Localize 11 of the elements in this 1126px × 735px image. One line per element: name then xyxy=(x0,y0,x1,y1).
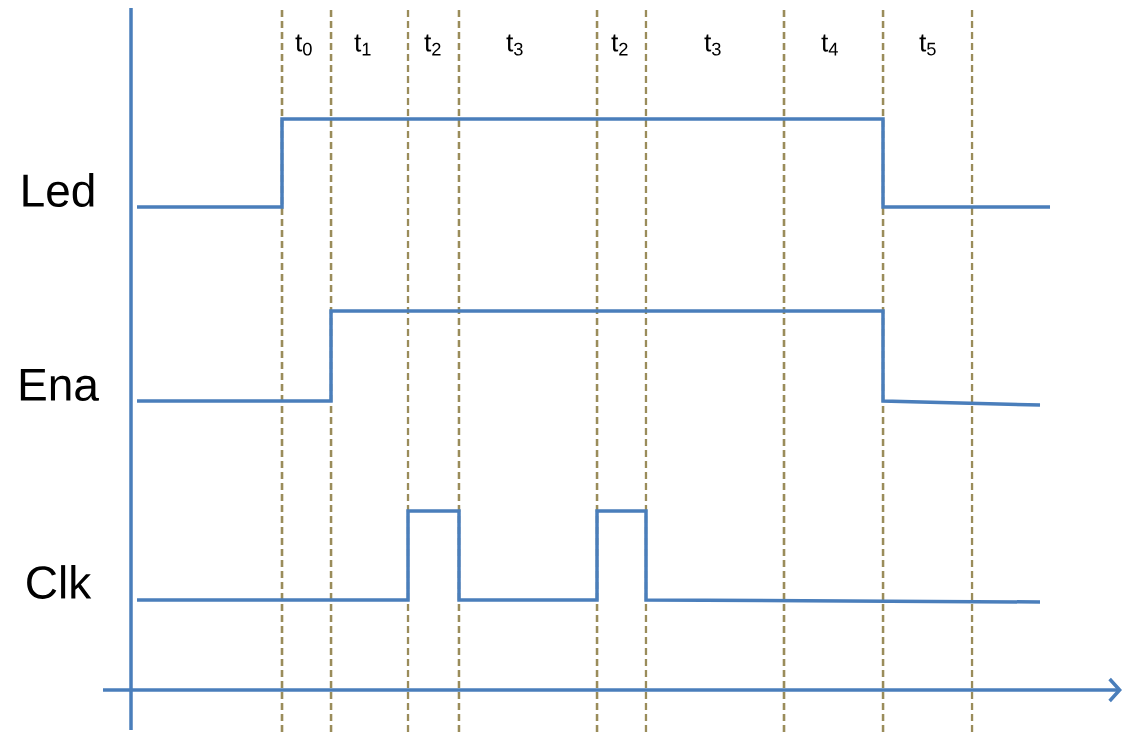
signal-label: Led xyxy=(23,173,94,207)
interval-label: t$_{1}$ xyxy=(354,34,371,56)
interval-label: t$_{2}$ xyxy=(424,34,441,56)
interval-label: t$_{5}$ xyxy=(919,34,936,56)
interval-label: t$_{2}$ xyxy=(611,34,628,56)
interval-label: t$_{4}$ xyxy=(821,34,838,56)
interval-label: t$_{0}$ xyxy=(295,34,312,56)
interval-label: t$_{3}$ xyxy=(704,34,721,56)
signal-label: Ena xyxy=(20,368,99,402)
signal-label: Clk xyxy=(27,565,92,599)
interval-label: t$_{3}$ xyxy=(506,34,523,56)
